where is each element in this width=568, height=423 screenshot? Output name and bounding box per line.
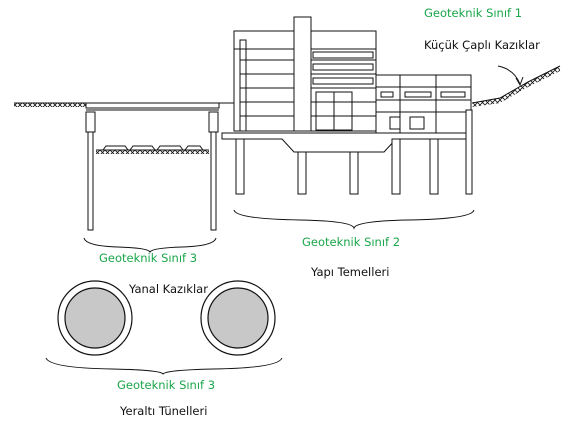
label-building-foundations: Yapı Temelleri <box>310 265 389 279</box>
brace-geo-class-3-lower <box>45 357 283 375</box>
building <box>221 16 473 195</box>
brace-geo-class-3-upper <box>83 237 217 254</box>
label-lateral-piles: Yanal Kazıklar <box>128 282 208 296</box>
label-geo-class-3-lower: Geoteknik Sınıf 3 <box>117 378 215 392</box>
label-tunnels: Yeraltı Tünelleri <box>119 404 207 418</box>
ground-slope-right <box>219 65 561 107</box>
tunnel-left <box>57 280 133 356</box>
label-geo-class-2: Geoteknik Sınıf 2 <box>302 235 400 249</box>
brace-geo-class-2 <box>233 209 475 230</box>
label-geo-class-1: Geoteknik Sınıf 1 <box>424 6 522 20</box>
label-geo-class-3-upper: Geoteknik Sınıf 3 <box>99 251 197 265</box>
label-micro-piles: Küçük Çaplı Kazıklar <box>424 38 540 52</box>
tunnel-right <box>200 280 276 356</box>
excavation-lateral-piles <box>85 102 220 231</box>
ground-surface-left <box>14 102 87 107</box>
